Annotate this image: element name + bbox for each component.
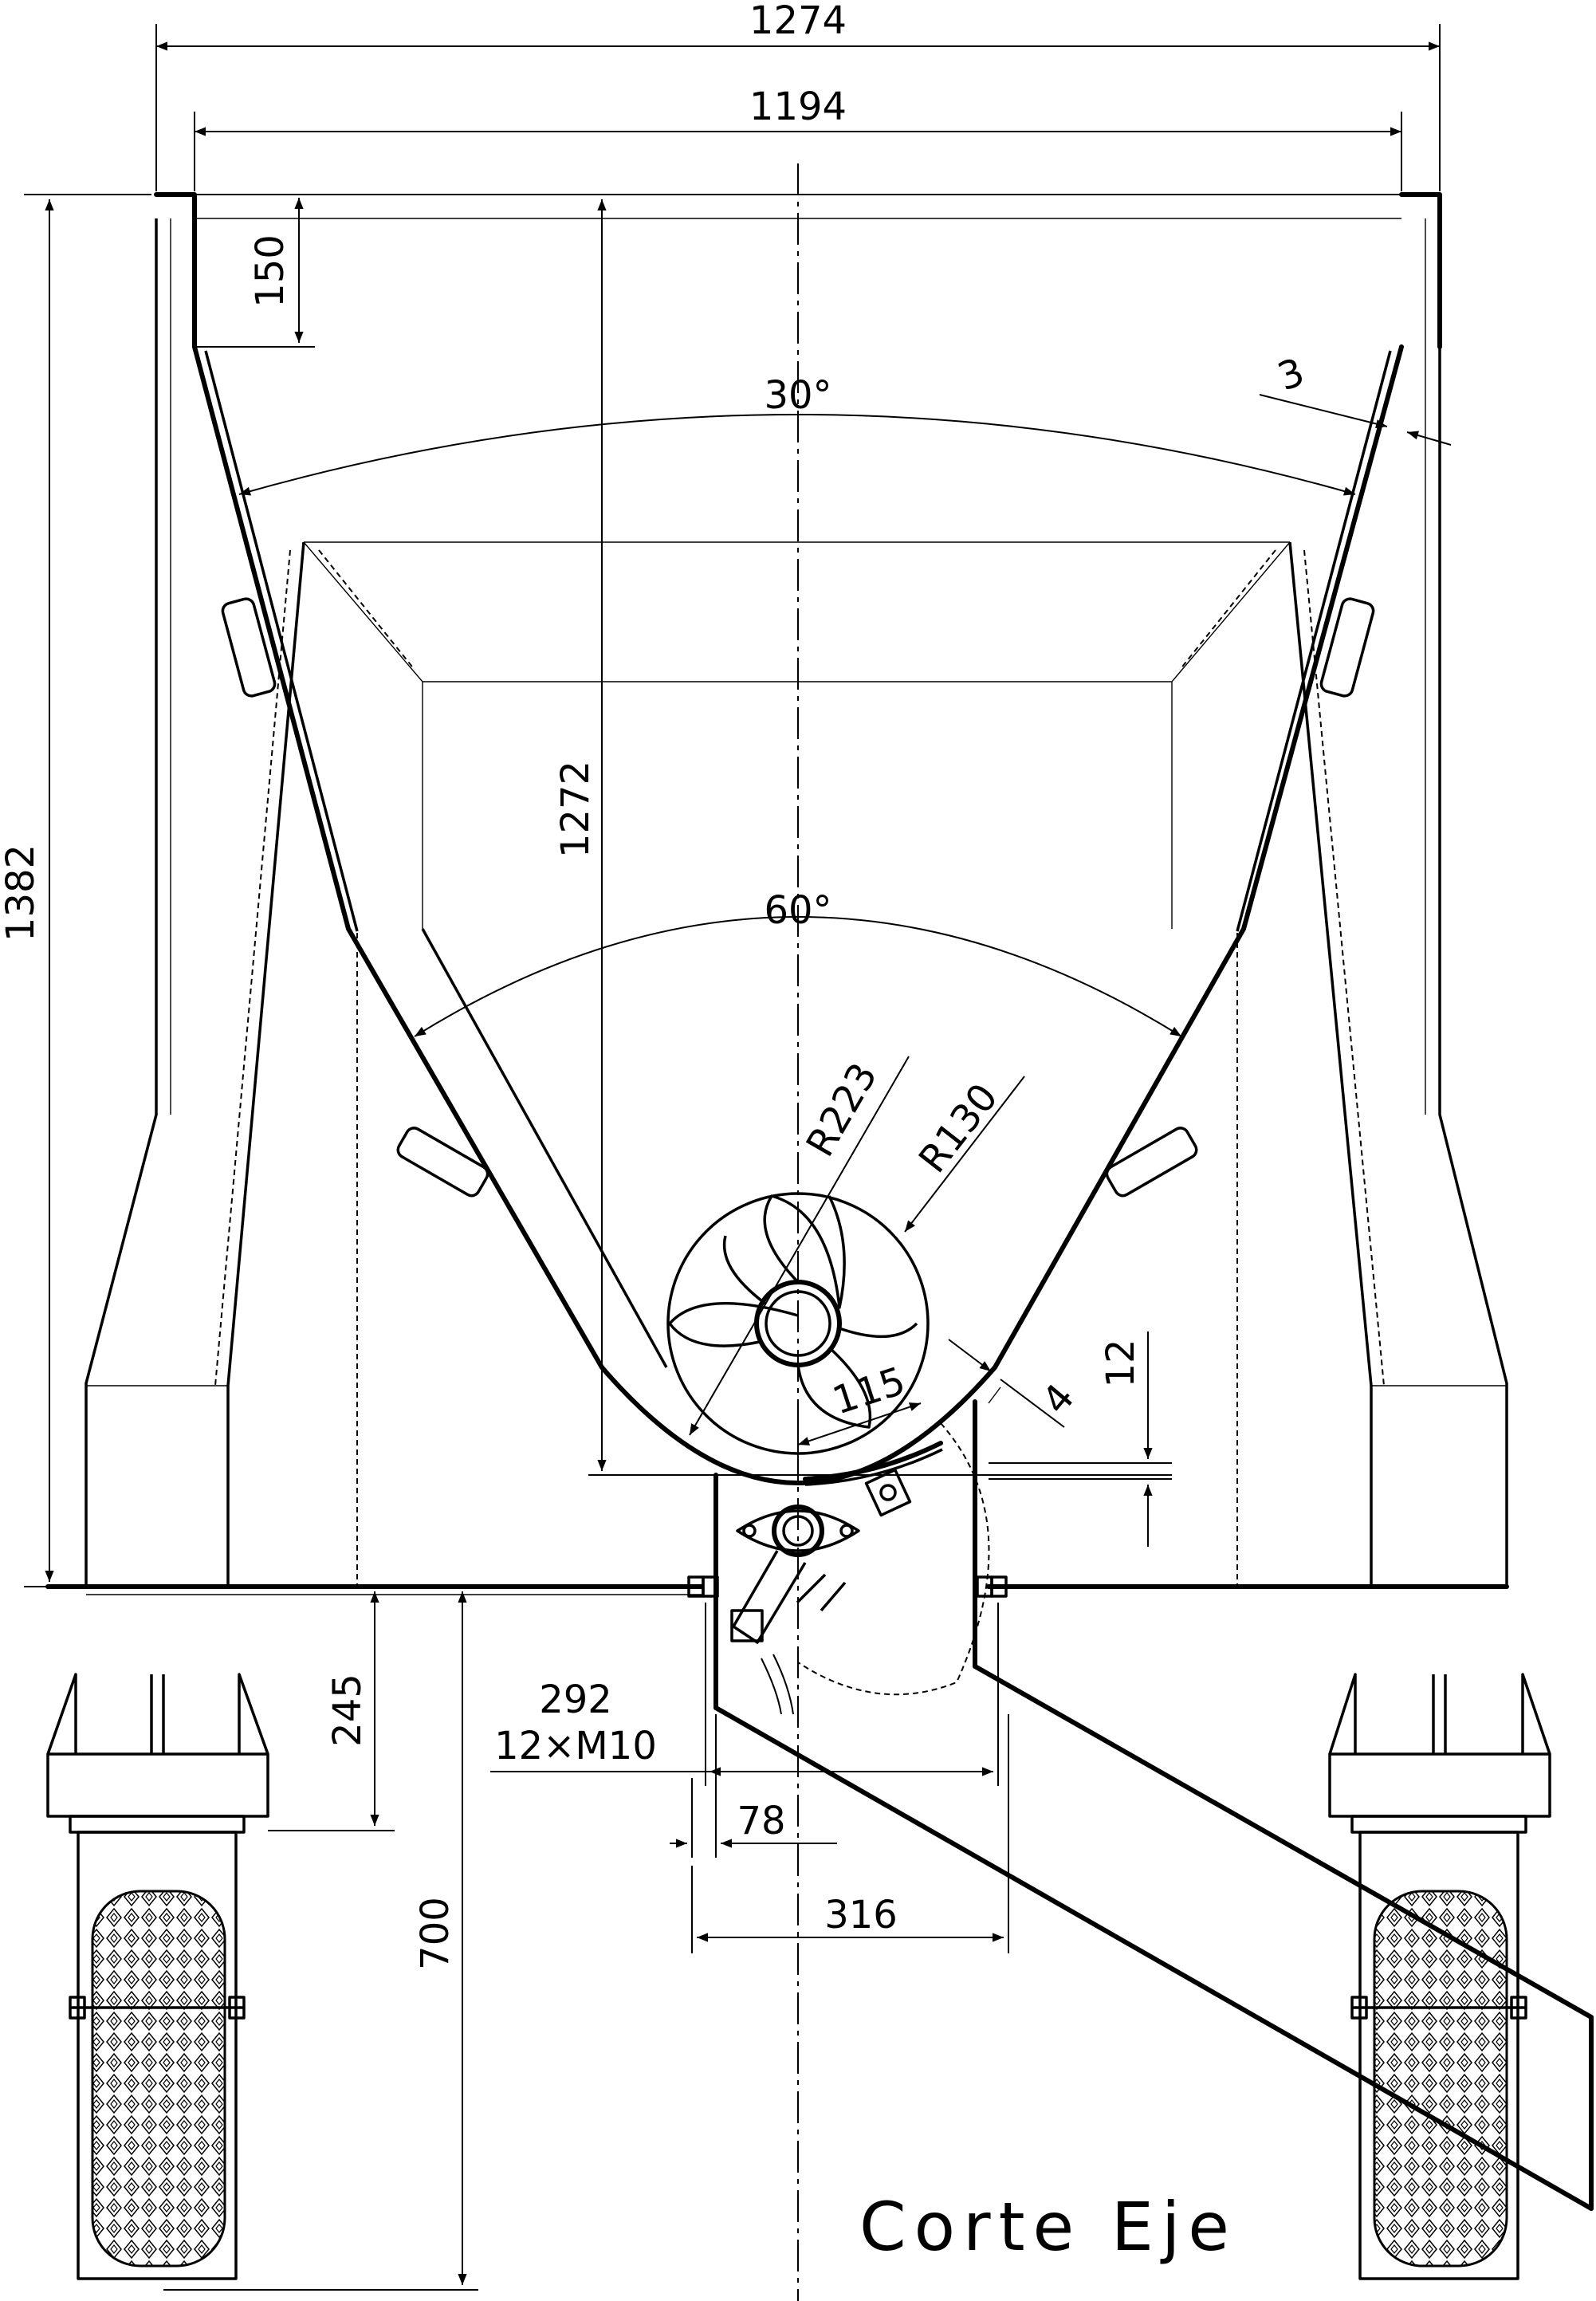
left-tire-tread (91, 1890, 226, 2268)
right-tire-tread (1373, 1890, 1508, 2268)
dim-upper-angle: 30° (764, 373, 831, 418)
dim-ground-clearance: 700 (413, 1897, 458, 1970)
dim-lower-angle: 60° (764, 888, 831, 933)
drawing-caption: Corte Eje (859, 2188, 1237, 2266)
dim-offset: 78 (737, 1799, 785, 1843)
dim-overall-width: 1274 (749, 0, 847, 43)
dim-bolt-spec: 12×M10 (494, 1724, 657, 1768)
dim-radius-inner: R130 (910, 1076, 1007, 1182)
dim-wall-thickness: 3 (1272, 349, 1311, 399)
dim-flange-width: 316 (824, 1893, 898, 1937)
right-wheel-assembly (1328, 1673, 1551, 2280)
dim-inner-width: 1194 (749, 85, 847, 129)
frame (45, 218, 1509, 1595)
rotor (666, 1192, 1008, 1715)
dim-hopper-height: 1272 (553, 761, 598, 858)
dim-top-lip: 150 (248, 234, 293, 308)
dim-flap-radius: 115 (827, 1359, 910, 1424)
dim-radius-outer: R223 (798, 1056, 886, 1164)
dim-step: 12 (1099, 1339, 1143, 1387)
handles (221, 597, 1375, 1198)
dim-bolt-circle: 292 (539, 1678, 612, 1722)
dimension-lines (24, 24, 1452, 2291)
left-wheel-assembly (46, 1673, 269, 2280)
dim-total-height: 1382 (0, 844, 43, 942)
dim-frame-to-axle: 245 (325, 1674, 370, 1747)
dim-gap: 4 (1033, 1375, 1083, 1422)
